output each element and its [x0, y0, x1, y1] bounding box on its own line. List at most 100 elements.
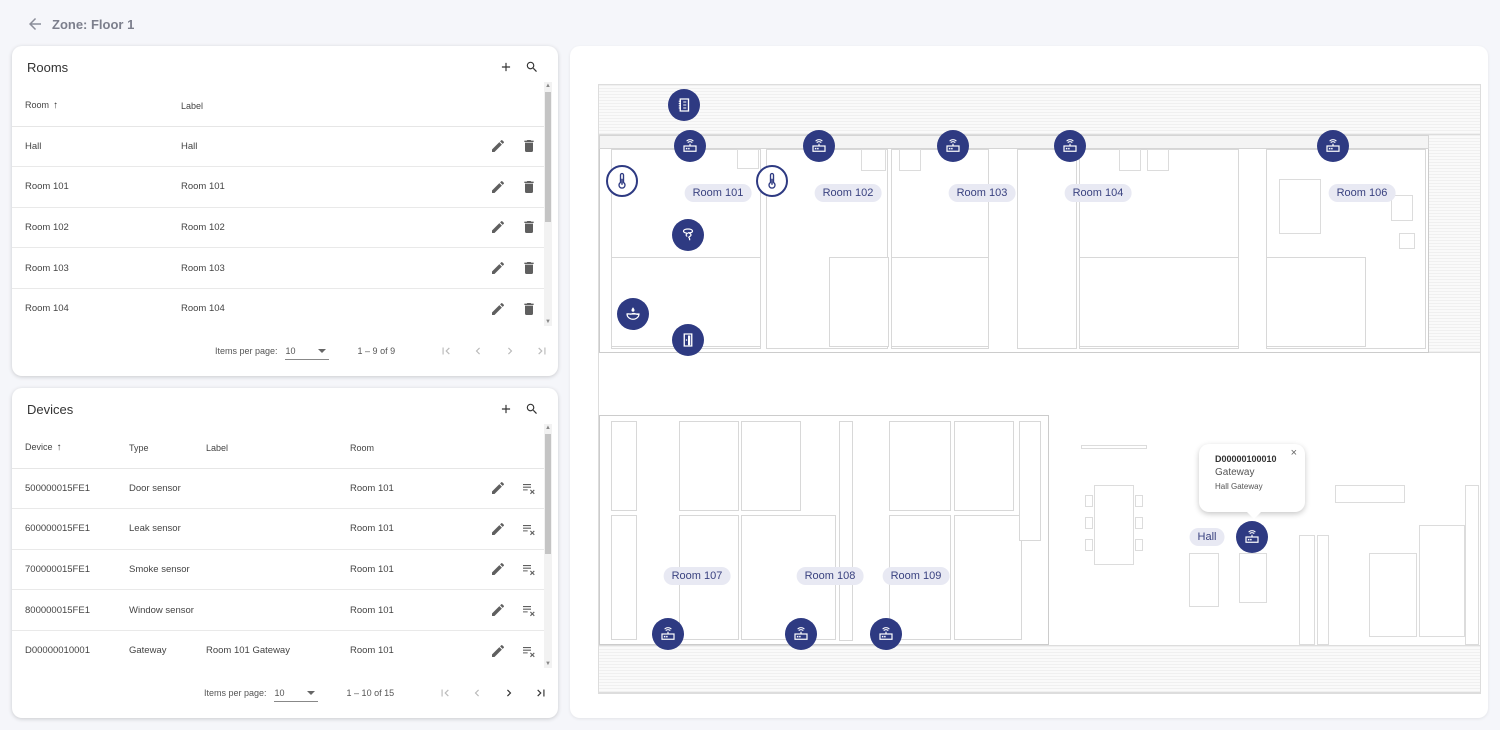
room-label-102[interactable]: Room 102 [814, 184, 882, 202]
page-header: Zone: Floor 1 [26, 13, 134, 35]
items-per-page-select[interactable]: 10 [273, 684, 318, 702]
table-row[interactable]: Room 103 Room 103 [12, 247, 544, 289]
table-row[interactable]: Room 104 Room 104 [12, 288, 544, 326]
add-room-button[interactable] [494, 55, 518, 79]
edit-icon[interactable] [490, 260, 506, 276]
edit-icon[interactable] [490, 138, 506, 154]
label-cell: Room 103 [181, 247, 482, 289]
arrow-left-icon[interactable] [26, 15, 44, 33]
label-cell [206, 549, 350, 591]
chevron-left-icon [475, 347, 480, 355]
rooms-panel: Rooms Room↑ Label Hall Hall [12, 46, 558, 376]
devices-scrollbar[interactable]: ▲ ▼ [544, 424, 552, 668]
rooms-scrollbar[interactable]: ▲ ▼ [544, 82, 552, 326]
first-page-button[interactable] [430, 344, 462, 358]
sort-ascending-icon: ↑ [53, 100, 59, 112]
gateway-marker[interactable] [674, 130, 706, 162]
previous-page-button[interactable] [461, 686, 493, 700]
room-label-hall[interactable]: Hall [1189, 528, 1225, 546]
room-label-101[interactable]: Room 101 [684, 184, 752, 202]
column-header-room[interactable]: Room [350, 428, 482, 469]
gateway-marker[interactable] [937, 130, 969, 162]
table-row[interactable]: 700000015FE1 Smoke sensor Room 101 [12, 549, 544, 591]
edit-icon[interactable] [490, 521, 506, 537]
sort-ascending-icon: ↑ [56, 442, 62, 454]
scroll-down-icon[interactable]: ▼ [545, 319, 551, 325]
unassign-icon[interactable] [521, 521, 537, 537]
gateway-icon [879, 627, 893, 640]
edit-icon[interactable] [490, 301, 506, 317]
window-sensor-marker[interactable] [668, 89, 700, 121]
last-page-button[interactable] [526, 344, 558, 358]
search-devices-button[interactable] [520, 397, 544, 421]
unassign-icon[interactable] [521, 480, 537, 496]
delete-icon[interactable] [521, 301, 537, 317]
edit-icon[interactable] [490, 643, 506, 659]
scroll-thumb[interactable] [545, 92, 551, 222]
table-row[interactable]: D00000010001 Gateway Room 101 Gateway Ro… [12, 630, 544, 668]
room-label-107[interactable]: Room 107 [663, 567, 731, 585]
room-label-108[interactable]: Room 108 [796, 567, 864, 585]
chevron-left-icon [474, 689, 479, 697]
delete-icon[interactable] [521, 219, 537, 235]
scroll-thumb[interactable] [545, 434, 551, 554]
previous-page-button[interactable] [462, 344, 494, 358]
type-cell: Gateway [129, 630, 206, 668]
temperature-sensor-marker[interactable] [606, 165, 638, 197]
column-header-device[interactable]: Device↑ [12, 428, 129, 469]
device-cell: 600000015FE1 [12, 508, 129, 550]
popup-device-label: Hall Gateway [1215, 482, 1263, 491]
next-page-button[interactable] [493, 686, 525, 700]
column-header-label[interactable]: Label [181, 86, 482, 127]
table-row[interactable]: Room 102 Room 102 [12, 207, 544, 249]
gateway-marker[interactable] [652, 618, 684, 650]
device-popup: × D00000100010 Gateway Hall Gateway [1199, 444, 1305, 519]
delete-icon[interactable] [521, 260, 537, 276]
gateway-marker[interactable] [803, 130, 835, 162]
gateway-marker[interactable] [1054, 130, 1086, 162]
table-row[interactable]: 600000015FE1 Leak sensor Room 101 [12, 508, 544, 550]
search-rooms-button[interactable] [520, 55, 544, 79]
door-sensor-marker[interactable] [672, 324, 704, 356]
delete-icon[interactable] [521, 138, 537, 154]
last-page-button[interactable] [525, 686, 557, 700]
edit-icon[interactable] [490, 561, 506, 577]
temperature-sensor-marker[interactable] [756, 165, 788, 197]
close-icon[interactable]: × [1290, 447, 1297, 459]
edit-icon[interactable] [490, 602, 506, 618]
scroll-down-icon[interactable]: ▼ [545, 661, 551, 667]
table-row[interactable]: Room 101 Room 101 [12, 166, 544, 208]
table-row[interactable]: Hall Hall [12, 126, 544, 168]
edit-icon[interactable] [490, 219, 506, 235]
gateway-marker[interactable] [1317, 130, 1349, 162]
room-label-106[interactable]: Room 106 [1328, 184, 1396, 202]
column-header-type[interactable]: Type [129, 428, 206, 469]
table-row[interactable]: 800000015FE1 Window sensor Room 101 [12, 589, 544, 631]
page-range: 1 – 9 of 9 [357, 346, 396, 356]
items-per-page-select[interactable]: 10 [284, 342, 329, 360]
room-label-104[interactable]: Room 104 [1064, 184, 1132, 202]
first-page-button[interactable] [429, 686, 461, 700]
scroll-up-icon[interactable]: ▲ [545, 83, 551, 89]
edit-icon[interactable] [490, 179, 506, 195]
unassign-icon[interactable] [521, 643, 537, 659]
delete-icon[interactable] [521, 179, 537, 195]
next-page-button[interactable] [494, 344, 526, 358]
add-device-button[interactable] [494, 397, 518, 421]
column-header-room[interactable]: Room↑ [12, 86, 181, 127]
column-header-label[interactable]: Label [206, 428, 350, 469]
unassign-icon[interactable] [521, 561, 537, 577]
edit-icon[interactable] [490, 480, 506, 496]
table-row[interactable]: 500000015FE1 Door sensor Room 101 [12, 468, 544, 510]
smoke-sensor-marker[interactable] [672, 219, 704, 251]
gateway-marker[interactable] [785, 618, 817, 650]
hall-gateway-marker[interactable] [1236, 521, 1268, 553]
room-label-103[interactable]: Room 103 [948, 184, 1016, 202]
unassign-icon[interactable] [521, 602, 537, 618]
floor-plan[interactable] [598, 84, 1481, 694]
leak-sensor-marker[interactable] [617, 298, 649, 330]
room-label-109[interactable]: Room 109 [882, 567, 950, 585]
gateway-marker[interactable] [870, 618, 902, 650]
scroll-up-icon[interactable]: ▲ [545, 425, 551, 431]
items-per-page-label: Items per page: [204, 688, 267, 698]
